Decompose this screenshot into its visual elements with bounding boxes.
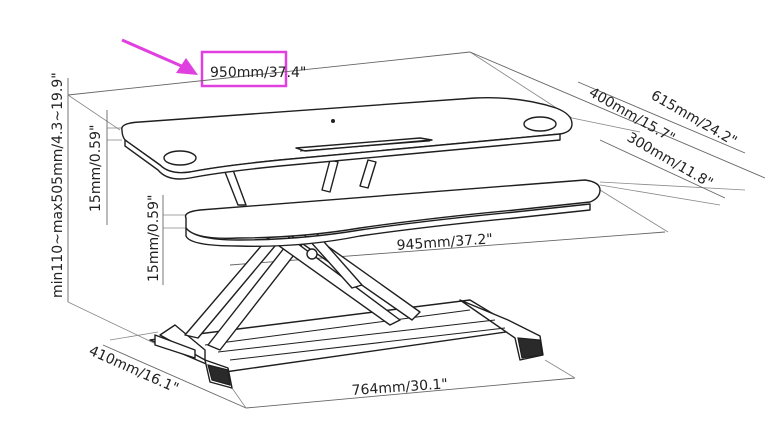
- highlight-box: [200, 50, 288, 88]
- desktop-surface: [121, 97, 573, 180]
- keyboard-tray: [184, 179, 601, 247]
- desk-base: [149, 299, 544, 389]
- top-width-label: 950mm/37.4": [210, 65, 306, 81]
- highlight-arrow: [121, 38, 198, 75]
- tray-thickness-label: 15mm/0.59": [146, 195, 162, 282]
- height-range-label: min110~max505mm/4.3~19.9": [50, 72, 66, 298]
- base-width-label: 764mm/30.1": [351, 376, 448, 399]
- base-depth-label: 410mm/16.1": [86, 343, 181, 397]
- top-thickness-label: 15mm/0.59": [88, 125, 104, 212]
- scissor-legs: [184, 159, 421, 351]
- keyboard-width-label: 945mm/37.2": [396, 231, 493, 254]
